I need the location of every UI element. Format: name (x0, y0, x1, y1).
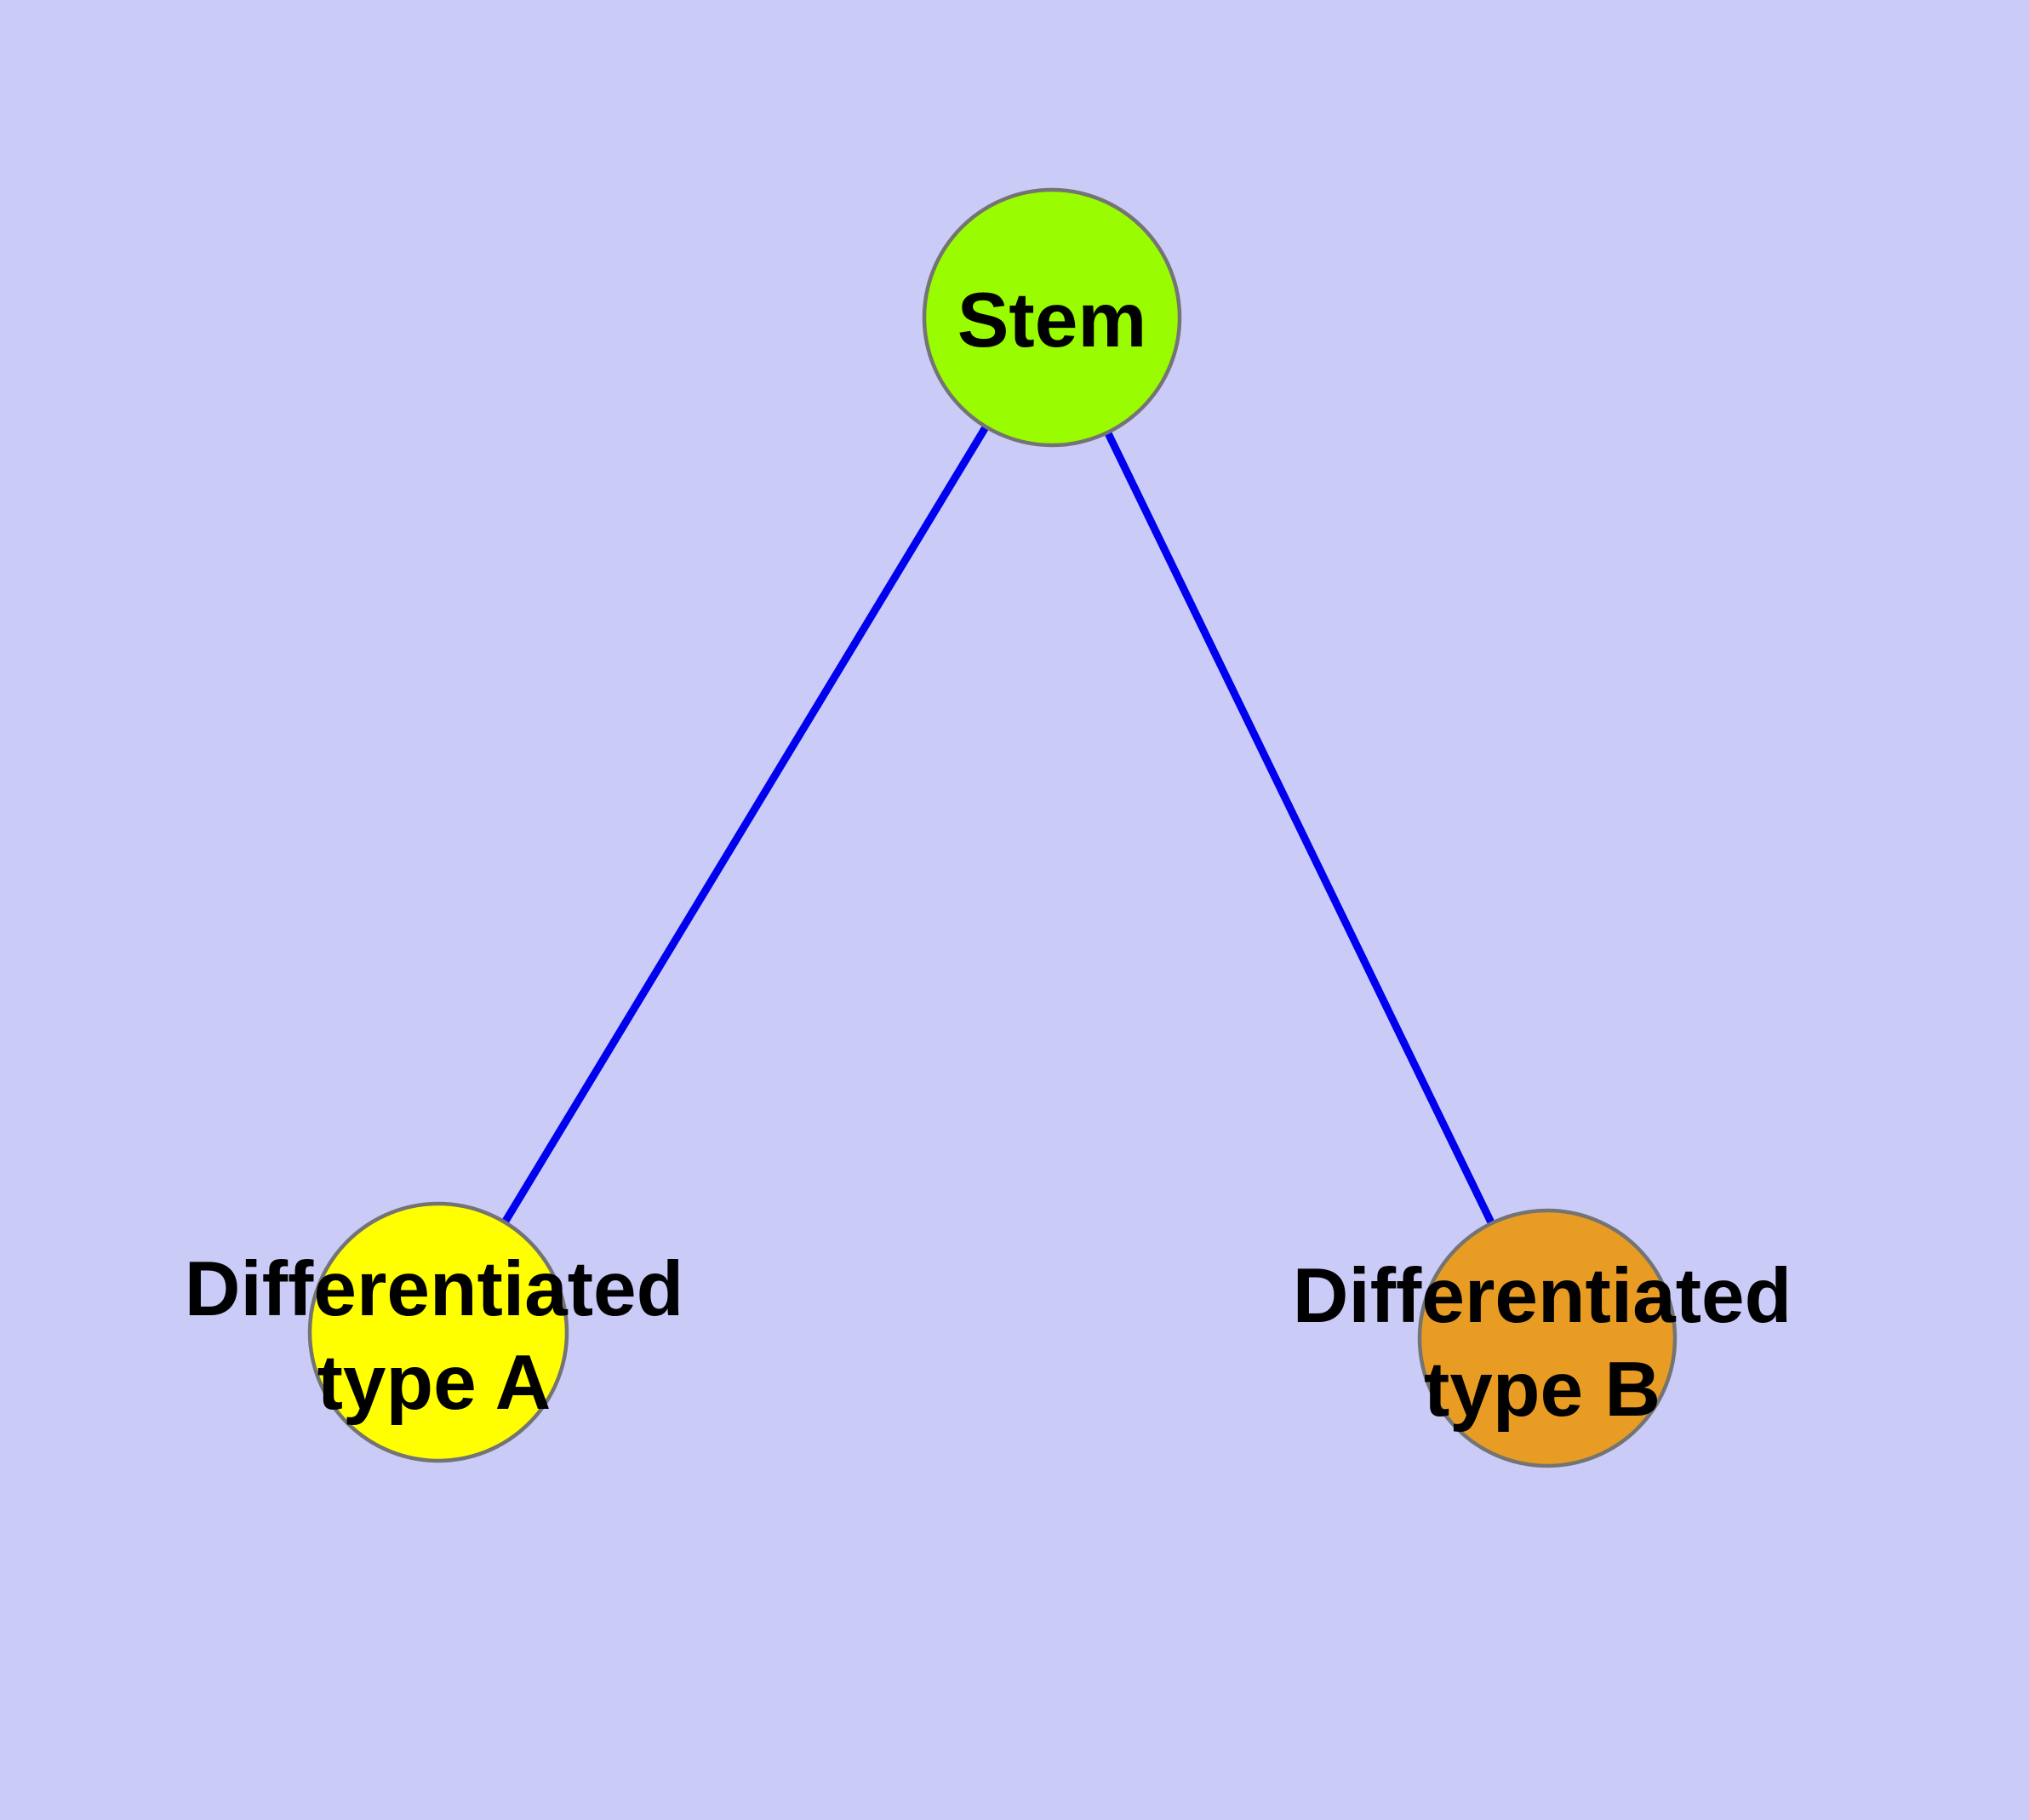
node-stem-label: Stem (957, 274, 1147, 368)
node-stem-circle (922, 187, 1182, 448)
edge-stem-to-type-a (435, 315, 1055, 1335)
node-differentiated-type-b-label: Differentiated type B (1293, 1250, 1792, 1437)
node-differentiated-type-b-label-line-2: type B (1423, 1347, 1661, 1433)
node-stem-label-line-1: Stem (957, 278, 1147, 363)
node-differentiated-type-b-label-line-1: Differentiated (1292, 1253, 1792, 1339)
node-differentiated-type-b-circle (1417, 1208, 1677, 1468)
node-differentiated-type-a-label-line-2: type A (317, 1340, 552, 1426)
node-differentiated-type-a-circle (307, 1201, 569, 1463)
node-differentiated-type-a-label: Differentiated type A (185, 1243, 684, 1430)
edge-stem-to-type-b (1048, 316, 1552, 1340)
node-differentiated-type-a-label-line-1: Differentiated (184, 1246, 684, 1332)
